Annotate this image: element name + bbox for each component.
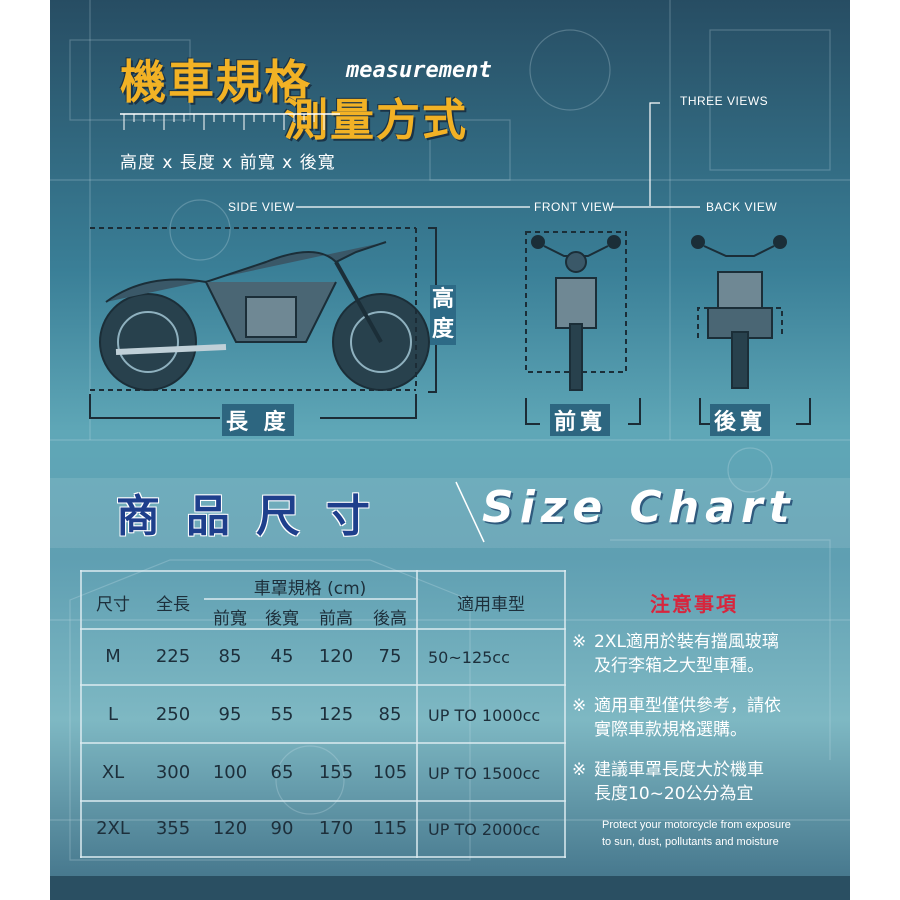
table-row-m-size: M	[105, 646, 121, 667]
note-mark: ※	[572, 760, 587, 780]
table-row-m-rear-height: 75	[378, 646, 402, 667]
table-row-xl-size: XL	[101, 762, 125, 783]
table-row-m-length: 225	[155, 646, 191, 667]
header-front-height: 前高	[319, 609, 353, 629]
note-item: ※ 建議車罩長度大於機車 長度10~20公分為宜	[572, 758, 842, 806]
notes-title: 注意事項	[650, 592, 738, 616]
section-title-cn: 商品尺寸	[116, 491, 396, 542]
title-measurement-en: measurement	[346, 58, 492, 83]
label-side-view: SIDE VIEW	[228, 200, 295, 214]
note-mark: ※	[572, 632, 587, 652]
side-view-dimension-box	[89, 227, 437, 419]
size-chart-panel: 機車規格 measurement 測量方式 高度 x 長度 x 前寬 x 後寬 …	[50, 0, 850, 900]
note-text: 建議車罩長度大於機車	[594, 760, 764, 780]
section-divider-slash	[455, 481, 485, 543]
label-front-width: 前寬	[550, 404, 611, 436]
table-row-l-size: L	[107, 704, 119, 725]
table-row-l-rear-width: 55	[270, 704, 294, 725]
table-row-l-models: UP TO 1000cc	[428, 706, 541, 725]
note-text: 實際車款規格選購。	[594, 720, 747, 740]
note-text: 長度10~20公分為宜	[594, 784, 754, 804]
header-applicable-models: 適用車型	[457, 595, 525, 615]
section-title-en: Size Chart	[482, 482, 796, 533]
header-rear-height: 後高	[373, 609, 407, 629]
table-row-xl-front-width: 100	[212, 762, 248, 783]
title-measurement-cn: 機車規格	[120, 55, 312, 109]
blueprint-background	[50, 0, 850, 861]
table-row-2xl-size: 2XL	[96, 818, 130, 839]
table-row-l-front-width: 95	[218, 704, 242, 725]
table-row-m-rear-width: 45	[270, 646, 294, 667]
header-size: 尺寸	[96, 595, 130, 615]
motorcycle-side-view-icon	[99, 241, 430, 391]
table-row-xl-models: UP TO 1500cc	[428, 764, 541, 783]
tagline-line: to sun, dust, pollutants and moisture	[602, 836, 779, 848]
header-rear-width: 後寬	[265, 609, 299, 629]
label-height: 高度	[430, 285, 456, 345]
table-row-2xl-models: UP TO 2000cc	[428, 820, 541, 839]
table-row-m-front-width: 85	[218, 646, 242, 667]
table-row-xl-rear-width: 65	[270, 762, 294, 783]
header-front-width: 前寬	[213, 609, 247, 629]
bottom-band	[50, 876, 850, 900]
label-front-view: FRONT VIEW	[534, 200, 615, 214]
note-text: 及行李箱之大型車種。	[594, 656, 764, 676]
motorcycle-front-view-icon	[525, 231, 627, 391]
header-cover-spec: 車罩規格 (cm)	[253, 579, 367, 599]
size-table: 尺寸 全長 車罩規格 (cm) 前寬 後寬 前高 後高 適用車型 M 225 8…	[80, 570, 566, 858]
motorcycle-back-view-icon	[691, 235, 787, 389]
width-dimension-brackets	[525, 398, 811, 425]
note-text: 2XL適用於裝有擋風玻璃	[594, 632, 779, 652]
label-back-view: BACK VIEW	[706, 200, 778, 214]
header-length: 全長	[156, 595, 190, 615]
section-title-band	[50, 478, 850, 548]
protection-tagline: Protect your motorcycle from exposure to…	[602, 817, 791, 851]
label-three-views: THREE VIEWS	[680, 94, 769, 108]
table-row-xl-front-height: 155	[318, 762, 354, 783]
table-row-2xl-length: 355	[155, 818, 191, 839]
table-row-l-front-height: 125	[318, 704, 354, 725]
note-item: ※ 適用車型僅供參考，請依 實際車款規格選購。	[572, 694, 842, 742]
ruler-icon	[120, 113, 340, 130]
table-row-2xl-rear-width: 90	[270, 818, 294, 839]
measurement-subtitle: 高度 x 長度 x 前寬 x 後寬	[120, 153, 336, 173]
label-length: 長 度	[222, 404, 294, 436]
table-row-xl-length: 300	[155, 762, 191, 783]
table-row-2xl-front-width: 120	[212, 818, 248, 839]
table-row-m-models: 50~125cc	[428, 648, 510, 667]
tagline-line: Protect your motorcycle from exposure	[602, 819, 791, 831]
note-text: 適用車型僅供參考，請依	[594, 696, 781, 716]
label-rear-width: 後寬	[710, 404, 771, 436]
note-mark: ※	[572, 696, 587, 716]
table-row-l-length: 250	[155, 704, 191, 725]
table-row-l-rear-height: 85	[378, 704, 402, 725]
view-connector-lines	[296, 102, 700, 208]
note-item: ※ 2XL適用於裝有擋風玻璃 及行李箱之大型車種。	[572, 630, 842, 678]
table-row-2xl-front-height: 170	[318, 818, 354, 839]
table-row-2xl-rear-height: 115	[372, 818, 408, 839]
table-row-xl-rear-height: 105	[372, 762, 408, 783]
table-row-m-front-height: 120	[318, 646, 354, 667]
